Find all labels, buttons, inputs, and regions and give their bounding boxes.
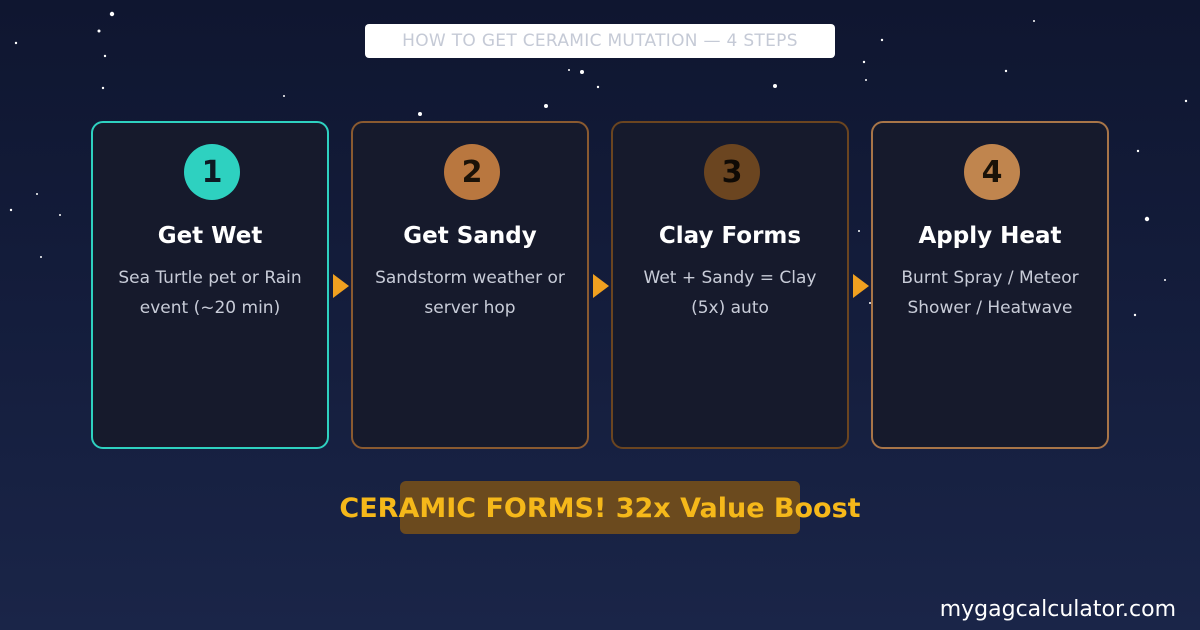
step-number: 2 <box>461 154 483 190</box>
step-description: Wet + Sandy = Clay (5x) auto <box>643 268 817 318</box>
step-number: 4 <box>981 154 1003 190</box>
step-card-2: 2 Get Sandy Sandstorm weather or server … <box>351 121 589 449</box>
step-card-4: 4 Apply Heat Burnt Spray / Meteor Shower… <box>871 121 1109 449</box>
title-pill: HOW TO GET CERAMIC MUTATION — 4 STEPS <box>365 24 835 58</box>
arrow-right-icon <box>853 274 869 298</box>
step-number-badge: 4 <box>964 144 1020 200</box>
step-number-badge: 1 <box>184 144 240 200</box>
arrow-right-icon <box>593 274 609 298</box>
step-number: 3 <box>721 154 743 190</box>
step-description: Burnt Spray / Meteor Shower / Heatwave <box>901 268 1079 318</box>
result-banner-text: CERAMIC FORMS! 32x Value Boost <box>339 493 861 524</box>
page-title: HOW TO GET CERAMIC MUTATION — 4 STEPS <box>402 31 798 51</box>
step-title: Get Wet <box>157 223 263 249</box>
step-number: 1 <box>201 154 223 190</box>
step-number-badge: 3 <box>704 144 760 200</box>
arrow-right-icon <box>333 274 349 298</box>
step-title: Apply Heat <box>918 223 1062 249</box>
step-number-badge: 2 <box>444 144 500 200</box>
step-title: Clay Forms <box>658 223 802 249</box>
step-card-1: 1 Get Wet Sea Turtle pet or Rain event (… <box>91 121 329 449</box>
step-title: Get Sandy <box>403 223 537 249</box>
site-domain: mygagcalculator.com <box>939 597 1176 622</box>
step-card-3: 3 Clay Forms Wet + Sandy = Clay (5x) aut… <box>611 121 849 449</box>
step-description: Sea Turtle pet or Rain event (~20 min) <box>118 268 302 318</box>
result-banner <box>400 481 800 534</box>
step-description: Sandstorm weather or server hop <box>375 268 565 318</box>
